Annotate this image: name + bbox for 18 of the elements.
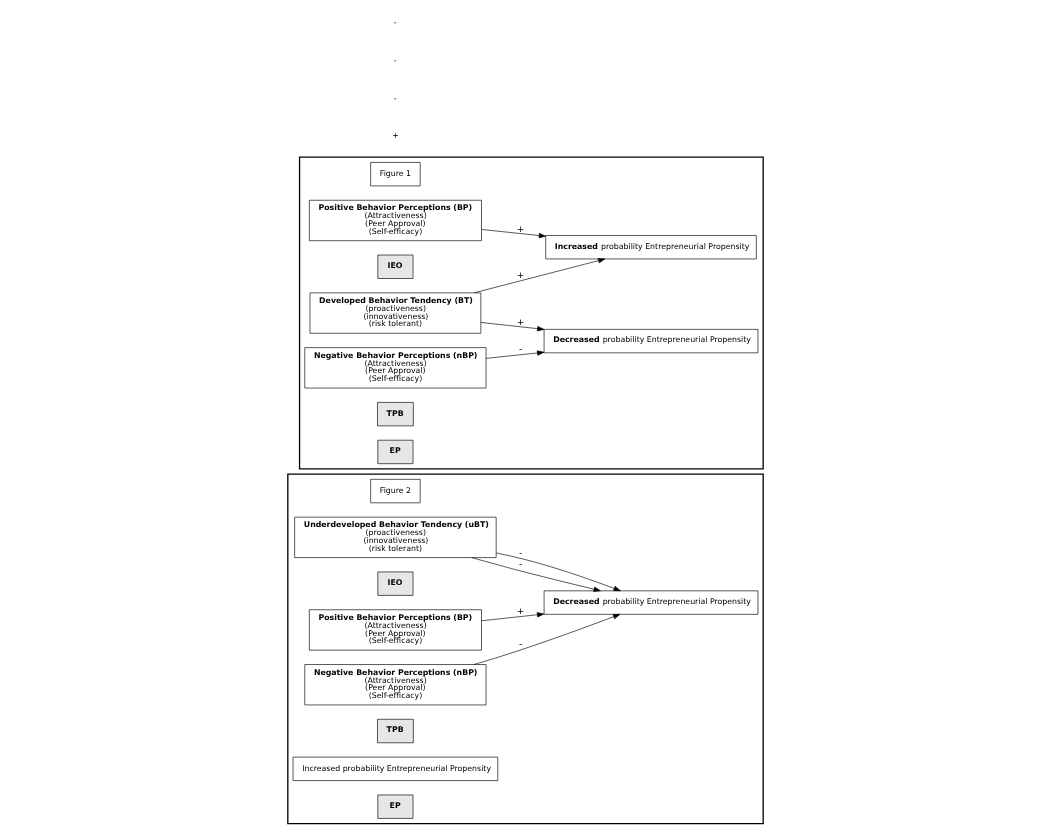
edge-label: + [516, 605, 525, 616]
edge-label: + [516, 269, 525, 280]
edge-label: - [518, 639, 523, 650]
edge-label: + [516, 223, 525, 234]
cluster [287, 473, 764, 825]
edge-label: - [518, 344, 523, 355]
arrow [480, 322, 545, 332]
arrow [473, 614, 621, 665]
edge-label: - [518, 559, 523, 570]
arrow [471, 557, 601, 592]
edge-label: + [516, 316, 525, 327]
arrow [481, 229, 546, 239]
edge-label: - [518, 547, 523, 558]
arrow [481, 612, 545, 622]
arrow [473, 258, 606, 294]
cluster [298, 156, 764, 470]
arrow [485, 350, 545, 359]
arrow [496, 552, 621, 592]
